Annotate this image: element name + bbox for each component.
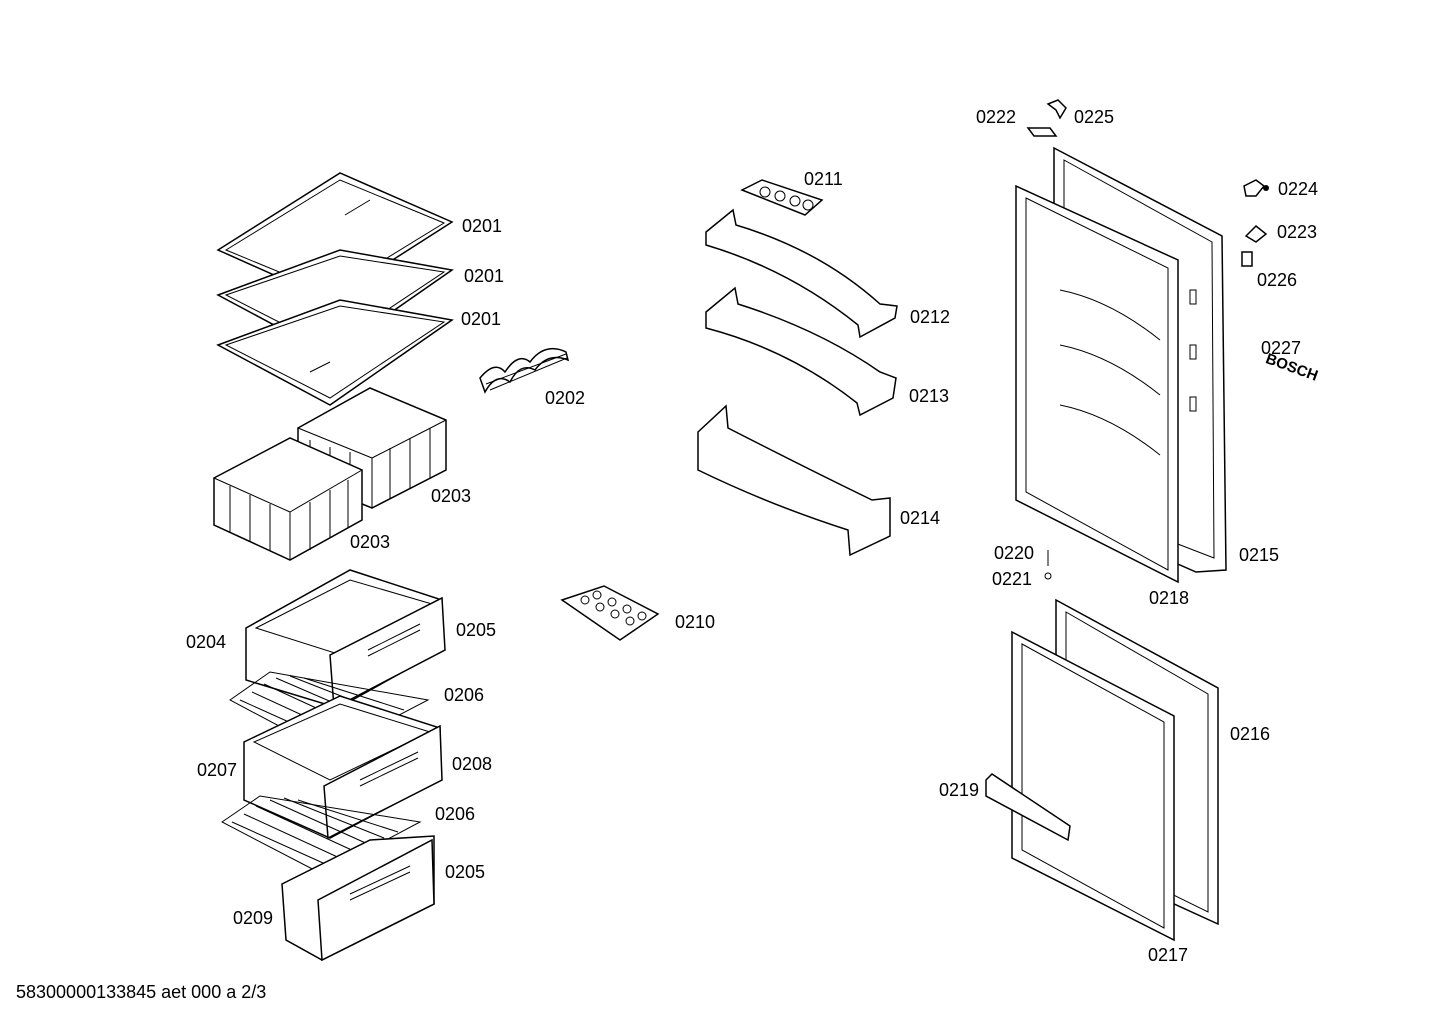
label-0224: 0224 [1278,179,1318,199]
label-0211: 0211 [804,169,843,189]
label-0215: 0215 [1239,545,1279,565]
hinge-0225 [1046,99,1067,120]
label-0221: 0221 [992,569,1032,589]
label-0203a: 0203 [431,486,471,506]
screw-0220 [1044,550,1052,580]
label-0226: 0226 [1257,270,1297,290]
ice-cube-tray [560,585,660,641]
label-0214: 0214 [900,508,940,528]
label-0204: 0204 [186,632,226,652]
drawer-lower [281,835,435,962]
label-0201c: 0201 [461,309,501,329]
hinge-0224 [1243,179,1269,197]
bottle-rack [479,347,570,394]
label-0220: 0220 [994,543,1034,563]
label-0223: 0223 [1277,222,1317,242]
door-rack-0213 [705,286,897,417]
label-0208: 0208 [452,754,492,774]
label-0217: 0217 [1148,945,1188,965]
wire-grid-lower [221,795,422,875]
label-0227: 0227 [1261,338,1301,358]
footer-document-id: 58300000133845 aet 000 a 2/3 [16,982,266,1002]
label-0218: 0218 [1149,588,1189,608]
label-0225: 0225 [1074,107,1114,127]
label-0219: 0219 [939,780,979,800]
door-rack-0214 [697,404,891,557]
label-0202: 0202 [545,388,585,408]
egg-tray [740,179,824,216]
label-0210: 0210 [675,612,715,632]
label-0212: 0212 [910,307,950,327]
label-0207: 0207 [197,760,237,780]
label-0203b: 0203 [350,532,390,552]
wire-basket-front [213,437,363,561]
door-rack-0212 [705,208,898,339]
drawer-upper [245,569,446,710]
gasket-0226 [1241,251,1253,267]
label-0205a: 0205 [456,620,496,640]
label-0216: 0216 [1230,724,1270,744]
upper-gasket-0218 [1015,184,1179,584]
lower-gasket-0217 [1011,630,1175,942]
handle-0219 [985,773,1071,842]
label-0206b: 0206 [435,804,475,824]
label-0206a: 0206 [444,685,484,705]
glass-shelf-bottom [216,299,454,406]
label-0201b: 0201 [464,266,504,286]
label-0209: 0209 [233,908,273,928]
label-0201a: 0201 [462,216,502,236]
drawer-middle [243,695,443,840]
cap-0223 [1244,224,1268,243]
label-0222: 0222 [976,107,1016,127]
label-0205b: 0205 [445,862,485,882]
label-0213: 0213 [909,386,949,406]
hinge-cover-0222 [1026,127,1058,137]
